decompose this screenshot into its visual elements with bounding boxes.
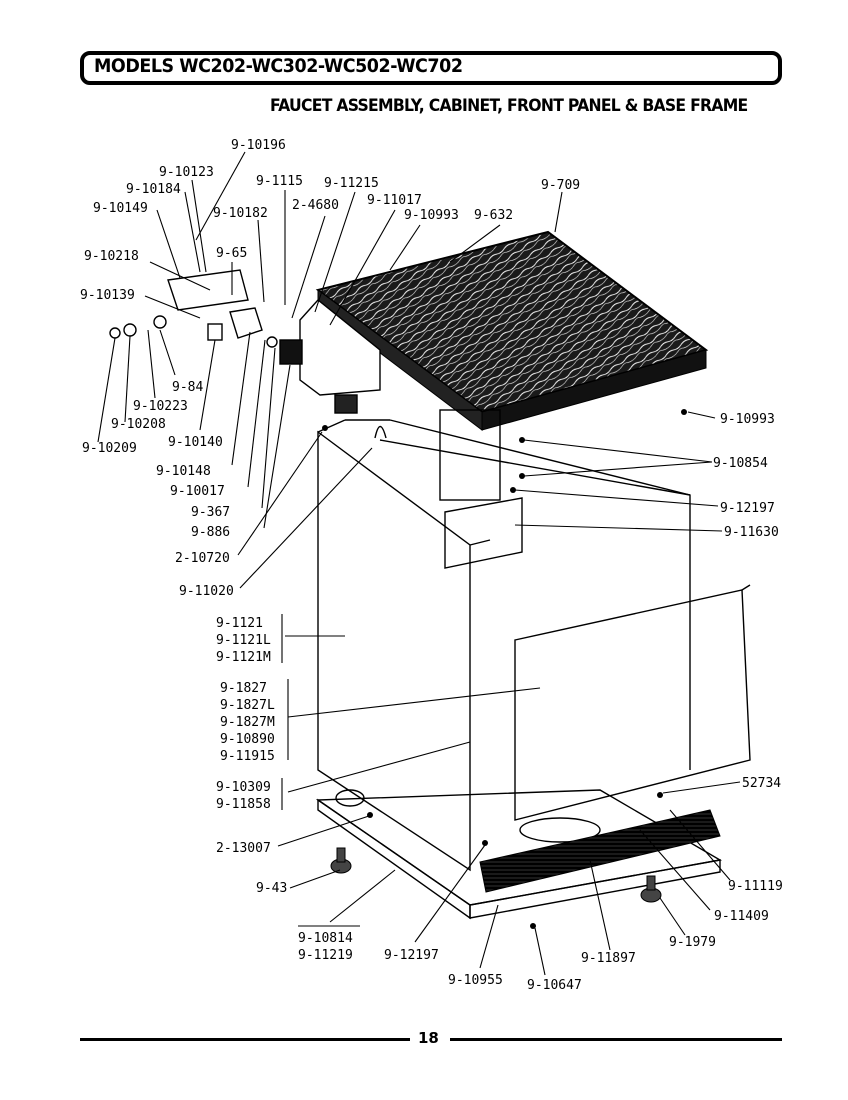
callout-2-10720: 2-10720 [175,551,230,566]
callout-9-10890: 9-10890 [220,732,275,747]
faucet-body [109,269,387,439]
callout-9-10218: 9-10218 [84,249,139,264]
callout-9-709: 9-709 [541,178,580,193]
callout-9-11215: 9-11215 [324,176,379,191]
leader-lines [97,151,741,976]
callout-52734: 52734 [742,776,781,791]
callout-9-10647: 9-10647 [527,978,582,993]
callout-9-10139: 9-10139 [80,288,135,303]
callout-9-43: 9-43 [256,881,287,896]
toe-kick-grille [479,809,721,893]
callout-9-1115: 9-1115 [256,174,303,189]
callout-9-11897: 9-11897 [581,951,636,966]
callout-9-10208: 9-10208 [111,417,166,432]
callout-9-12197-right: 9-12197 [720,501,775,516]
footer-rule-right [450,1038,782,1041]
leveling-feet [330,847,662,903]
callout-9-10148: 9-10148 [156,464,211,479]
callout-9-10993: 9-10993 [404,208,459,223]
callout-9-1827M: 9-1827M [220,715,275,730]
callout-9-1979: 9-1979 [669,935,716,950]
callout-9-11858: 9-11858 [216,797,271,812]
callout-9-10196: 9-10196 [231,138,286,153]
cabinet-frame [317,409,751,872]
callout-9-84: 9-84 [172,380,203,395]
callout-9-1827: 9-1827 [220,681,267,696]
callout-2-4680: 2-4680 [292,198,339,213]
callout-9-11119: 9-11119 [728,879,783,894]
callout-9-10814: 9-10814 [298,931,353,946]
callout-9-10309: 9-10309 [216,780,271,795]
callout-9-10209: 9-10209 [82,441,137,456]
callout-9-10017: 9-10017 [170,484,225,499]
callout-9-10140: 9-10140 [168,435,223,450]
callout-9-11409: 9-11409 [714,909,769,924]
callout-9-1121L: 9-1121L [216,633,271,648]
callout-9-10993-right: 9-10993 [720,412,775,427]
callout-9-632: 9-632 [474,208,513,223]
callout-9-11017: 9-11017 [367,193,422,208]
callout-9-10184: 9-10184 [126,182,181,197]
callout-9-10123: 9-10123 [159,165,214,180]
countertop [315,230,709,432]
callout-2-13007: 2-13007 [216,841,271,856]
callout-9-10854: 9-10854 [713,456,768,471]
page-number: 18 [418,1029,439,1047]
model-banner [80,51,782,85]
callout-9-10223: 9-10223 [133,399,188,414]
callout-9-10149: 9-10149 [93,201,148,216]
callout-9-1827L: 9-1827L [220,698,275,713]
callout-9-1121: 9-1121 [216,616,263,631]
diagram-title: FAUCET ASSEMBLY, CABINET, FRONT PANEL & … [270,96,748,116]
models-heading: MODELS WC202-WC302-WC502-WC702 [94,55,463,77]
callout-9-10955: 9-10955 [448,973,503,988]
callout-9-11020: 9-11020 [179,584,234,599]
callout-9-65: 9-65 [216,246,247,261]
callout-9-11219: 9-11219 [298,948,353,963]
base-frame [315,789,722,920]
callout-9-367: 9-367 [191,505,230,520]
callout-9-10182: 9-10182 [213,206,268,221]
fasteners [322,409,687,929]
callout-9-11915: 9-11915 [220,749,275,764]
callout-labels: 9-10196 9-10123 9-10184 9-10149 9-10182 … [80,138,783,993]
callout-9-12197-bottom: 9-12197 [384,948,439,963]
footer-rule-left [80,1038,410,1041]
callout-9-1121M: 9-1121M [216,650,271,665]
callout-9-11630: 9-11630 [724,525,779,540]
callout-9-886: 9-886 [191,525,230,540]
